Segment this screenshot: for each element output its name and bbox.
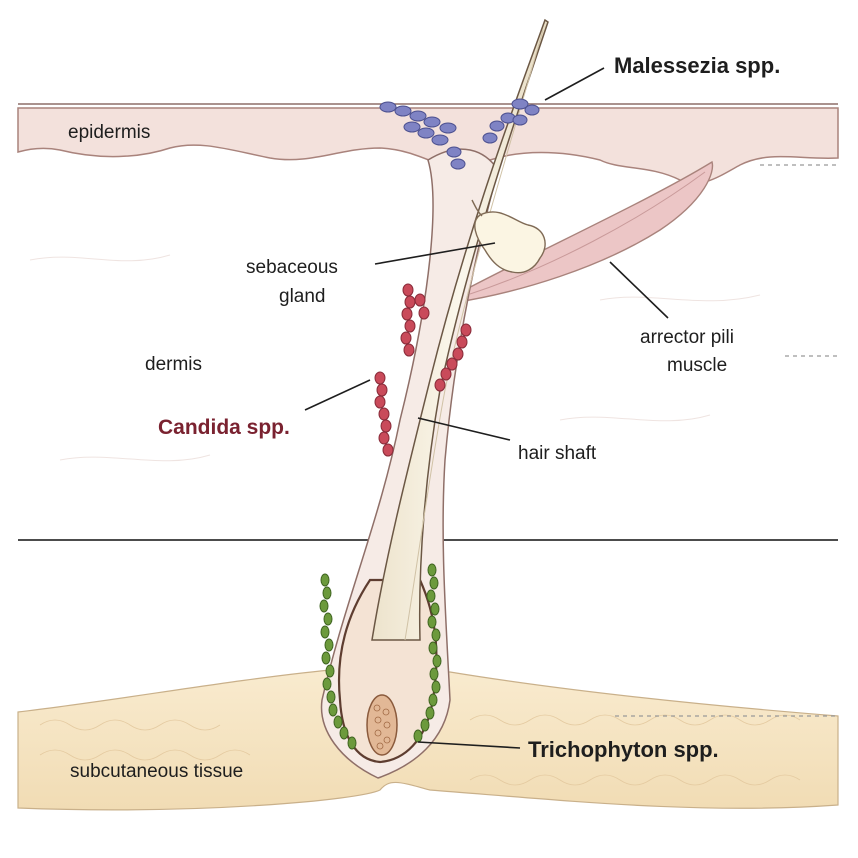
sebaceous-label-line2: gland	[279, 286, 326, 307]
arrector-pili-label-line1: arrector pili	[640, 327, 734, 348]
papilla-texture	[373, 704, 391, 750]
arrector-pili-label-line2: muscle	[667, 355, 727, 376]
malassezia-cells	[379, 98, 540, 170]
dermis-label: dermis	[145, 354, 202, 375]
arrector-pili-leader	[609, 261, 669, 319]
epidermis-label: epidermis	[68, 122, 150, 143]
sebaceous-gland	[474, 211, 546, 274]
sebaceous-duct	[471, 199, 483, 217]
sebaceous-leader	[374, 242, 496, 265]
dermis-texture	[29, 254, 761, 462]
candida-cells	[374, 283, 472, 457]
candida-leader	[304, 379, 371, 411]
trichophyton-label: Trichophyton spp.	[528, 737, 719, 762]
hair-shaft-label: hair shaft	[518, 443, 597, 464]
malassezia-leader	[544, 67, 605, 101]
sebaceous-label-line1: sebaceous	[246, 257, 338, 278]
arrector-pili-striation	[469, 171, 706, 295]
malassezia-label: Malessezia spp.	[614, 53, 780, 78]
fat-cells-texture	[39, 714, 801, 786]
trichophyton-leader	[417, 741, 521, 749]
candida-label: Candida spp.	[158, 416, 290, 439]
trichophyton-hyphae	[319, 563, 442, 750]
subcutaneous-label: subcutaneous tissue	[70, 761, 243, 782]
hair-shaft-leader	[417, 417, 511, 441]
dermal-papilla	[366, 694, 398, 756]
